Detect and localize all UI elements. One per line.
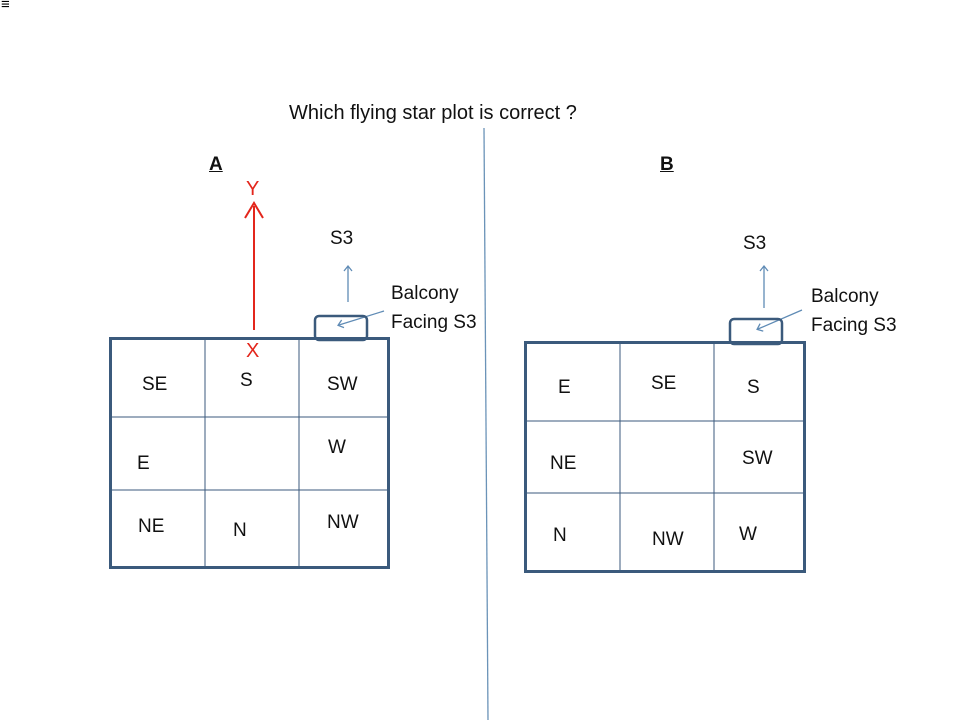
balcony-pointer-a (337, 310, 385, 329)
cell-b-r2c1: NE (550, 453, 577, 474)
cell-a-r2c1: E (137, 453, 150, 474)
cell-b-r2c3: SW (742, 448, 773, 469)
grid-b-lines (527, 344, 803, 570)
cell-b-r1c1: E (558, 377, 571, 398)
cell-b-r1c2: SE (651, 373, 677, 394)
balcony-line2-b: Facing S3 (811, 315, 897, 336)
marker-y: Y (246, 178, 260, 200)
cell-a-r3c2: N (233, 520, 247, 541)
grid-a-frame (109, 337, 390, 569)
question-title: Which flying star plot is correct ? (289, 102, 577, 124)
star-label-a: S3 (330, 228, 354, 249)
cell-b-r3c1: N (553, 525, 567, 546)
cell-a-r1c3: SW (327, 374, 358, 395)
star-label-b: S3 (743, 233, 767, 254)
cell-a-r3c3: NW (327, 512, 359, 533)
balcony-note-b: Balcony Facing S3 (811, 282, 897, 340)
cell-b-r3c2: NW (652, 529, 684, 550)
cell-a-r1c1: SE (142, 374, 168, 395)
balcony-box-a (313, 314, 369, 342)
divider-line (483, 127, 489, 720)
cell-a-r3c1: NE (138, 516, 165, 537)
menu-icon[interactable]: ≡ (1, 0, 10, 13)
cell-a-r1c2: S (240, 370, 253, 391)
balcony-line2-a: Facing S3 (391, 312, 477, 333)
cell-a-r2c3: W (328, 437, 346, 458)
cell-b-r3c3: W (739, 524, 757, 545)
grid-a-lines (112, 339, 387, 566)
red-direction-arrow (244, 201, 264, 330)
balcony-line1-b: Balcony (811, 286, 879, 307)
balcony-line1-a: Balcony (391, 283, 459, 304)
grid-b-frame (524, 341, 806, 573)
balcony-note-a: Balcony Facing S3 (391, 279, 477, 337)
cell-b-r1c3: S (747, 377, 760, 398)
panel-b-label: B (660, 154, 674, 175)
marker-x: X (246, 340, 260, 362)
balcony-box-b (728, 317, 784, 346)
panel-a-label: A (209, 154, 223, 175)
